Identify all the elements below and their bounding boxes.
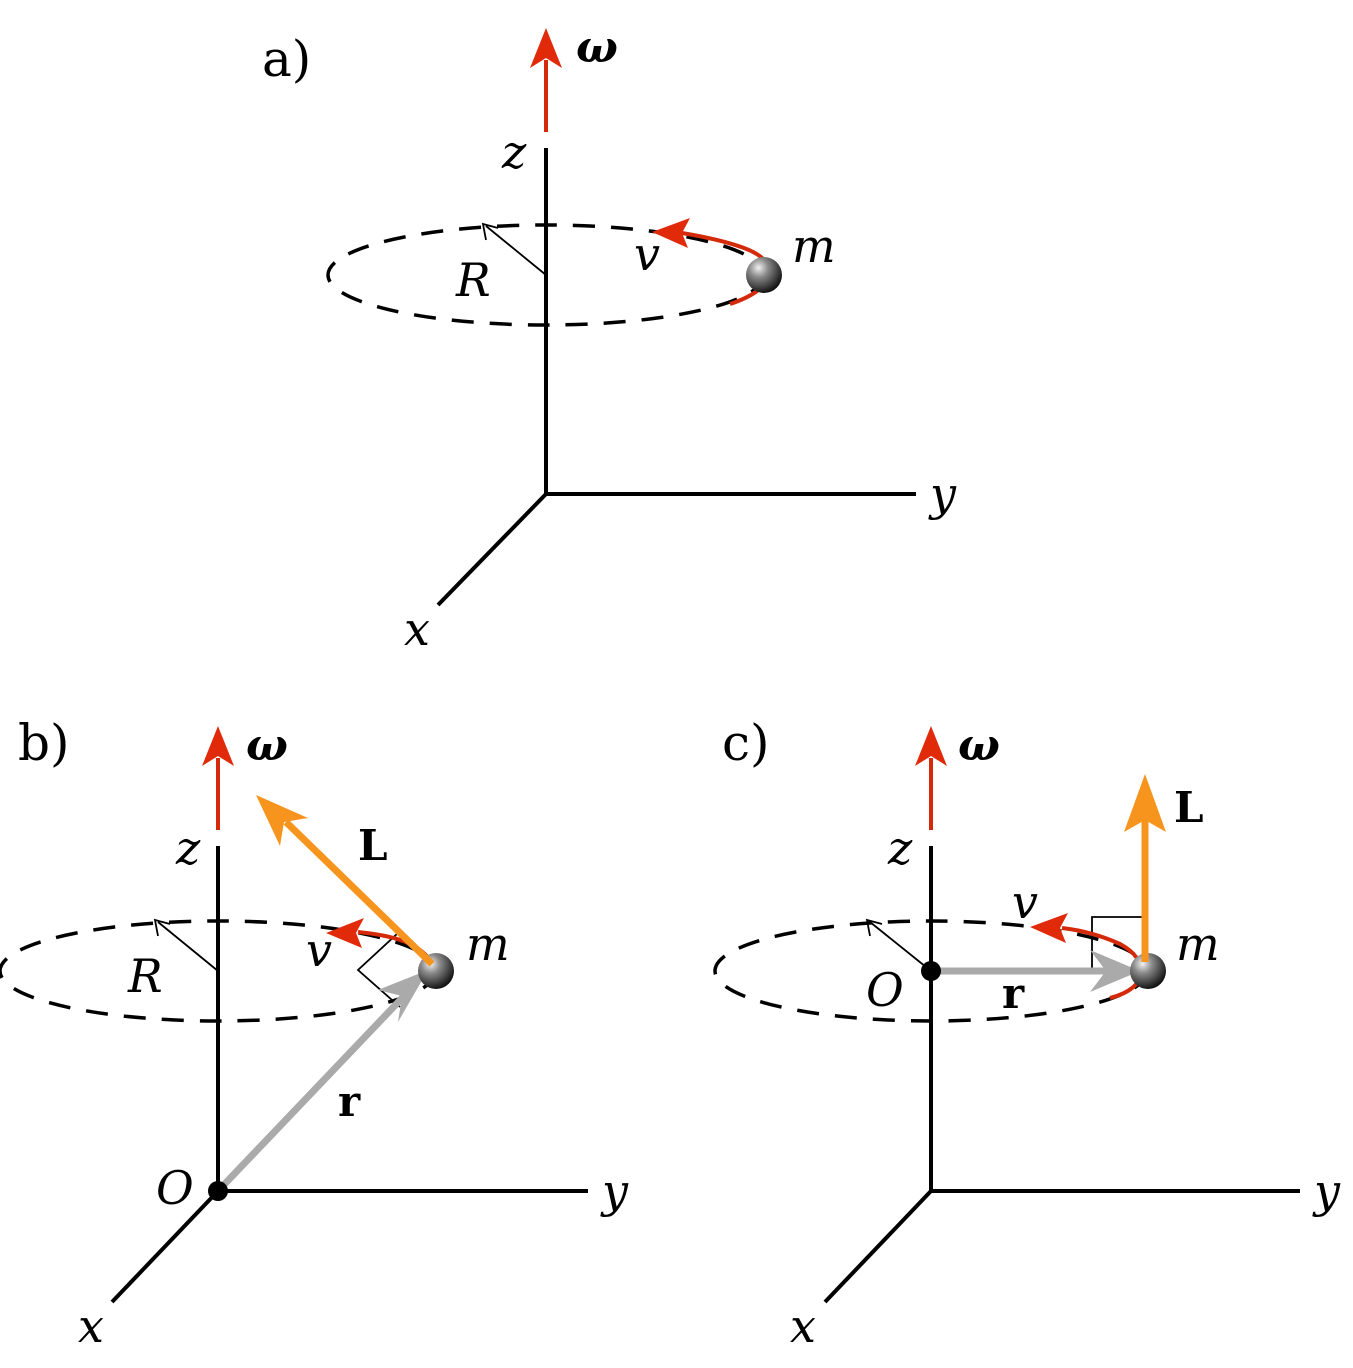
panel-a-label: a) — [262, 30, 311, 88]
panel-a-R-label: R — [455, 253, 491, 307]
panel-a-x-label: x — [404, 602, 430, 656]
panel-a-x-axis — [436, 492, 548, 607]
panel-c-omega-label: ω — [958, 720, 1000, 771]
panel-b-position-vector — [215, 993, 407, 1194]
panel-b-radius-line — [157, 921, 219, 972]
panel-b: b) ω z y x R v r m L — [0, 714, 629, 1353]
panel-c-velocity-arrowhead — [1030, 913, 1068, 943]
panel-a-z-label: z — [501, 125, 527, 179]
panel-c-label: c) — [722, 714, 770, 772]
panel-a-radius-line — [485, 225, 547, 276]
panel-c-radius-arrowhead — [865, 918, 883, 937]
panel-c-y-label: y — [1312, 1164, 1341, 1218]
panel-c: c) ω z y x v r m L O — [713, 714, 1341, 1353]
panel-a-radius-arrowhead — [481, 222, 499, 241]
panel-b-m-label: m — [466, 917, 510, 971]
panel-c-angular-momentum-arrowhead — [1124, 774, 1166, 832]
panel-a-y-label: y — [928, 467, 957, 521]
panel-b-omega-arrowhead — [202, 726, 234, 766]
panel-a-velocity-arrowhead — [652, 218, 690, 248]
panel-a-omega-arrowhead — [530, 28, 562, 68]
panel-c-origin-dot — [921, 961, 941, 981]
panel-c-right-angle-marker — [1091, 916, 1147, 971]
panel-b-label: b) — [18, 714, 70, 772]
panel-b-v-label: v — [306, 923, 332, 977]
panel-c-x-label: x — [790, 1299, 816, 1353]
panel-b-O-label: O — [156, 1161, 194, 1215]
panel-b-x-axis — [110, 1189, 220, 1304]
panel-a-omega-label: ω — [576, 22, 618, 73]
panel-b-position-arrowhead — [378, 970, 428, 1022]
panel-b-origin-dot — [208, 1181, 228, 1201]
panel-c-x-axis — [823, 1189, 933, 1304]
panel-c-L-label: L — [1174, 783, 1204, 832]
panel-b-radius-arrowhead — [153, 918, 171, 937]
panel-b-R-label: R — [127, 949, 163, 1003]
panel-b-angular-momentum-arrowhead — [256, 795, 308, 846]
panel-b-omega-label: ω — [246, 720, 288, 771]
panel-b-y-label: y — [600, 1164, 629, 1218]
panel-c-position-arrowhead — [1090, 950, 1140, 992]
panel-c-radius-line — [869, 921, 932, 972]
panel-c-m-label: m — [1176, 917, 1220, 971]
panel-b-z-label: z — [175, 821, 201, 875]
panel-b-x-label: x — [78, 1299, 104, 1353]
panel-c-velocity-arc — [1061, 926, 1144, 1000]
panel-c-v-label: v — [1012, 875, 1038, 929]
panel-a-mass-ball — [746, 257, 782, 293]
panel-a-m-label: m — [792, 219, 836, 273]
panel-b-angular-momentum-vector — [283, 819, 435, 967]
panel-b-right-angle-marker — [356, 932, 401, 1008]
panel-b-r-label: r — [338, 1077, 361, 1126]
panel-c-omega-arrowhead — [915, 726, 947, 766]
panel-c-z-label: z — [887, 821, 913, 875]
panel-c-mass-ball — [1130, 953, 1166, 989]
panel-b-L-label: L — [358, 821, 388, 870]
panel-a-v-label: v — [634, 227, 660, 281]
panel-a: a) ω z y x R v m — [262, 22, 957, 656]
panel-b-velocity-arrowhead — [326, 918, 364, 948]
panel-c-O-label: O — [866, 963, 904, 1017]
panel-c-r-label: r — [1002, 969, 1025, 1018]
